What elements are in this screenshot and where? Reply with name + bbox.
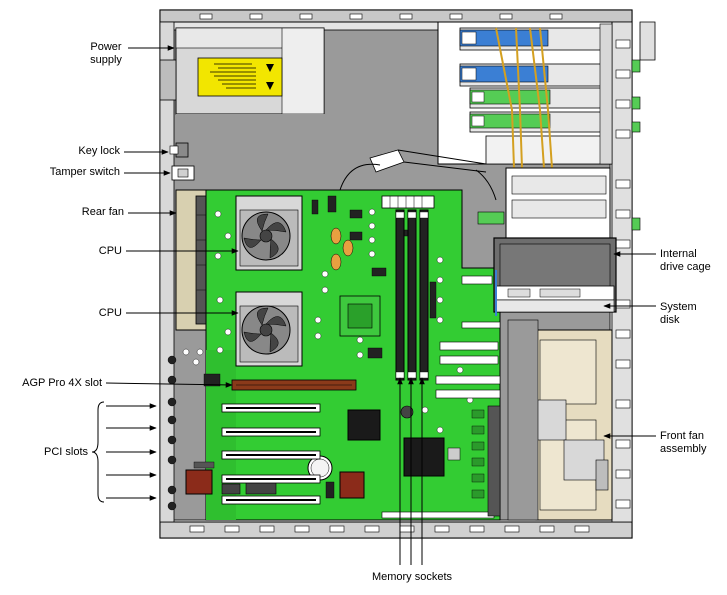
agp-slot (231, 379, 357, 391)
label-pci-slots: PCI slots (43, 446, 88, 458)
label-cpu-bottom: CPU (98, 307, 122, 319)
front-fan-assembly (507, 319, 613, 521)
drive-bays (437, 21, 613, 169)
board-components (167, 195, 501, 519)
cable-rail (339, 149, 497, 201)
cpu-bottom (235, 291, 303, 367)
cpu-top (235, 195, 303, 271)
label-agp-slot: AGP Pro 4X slot (22, 377, 102, 389)
warning-label (197, 57, 283, 97)
label-rear-fan: Rear fan (81, 206, 124, 218)
key-lock (169, 142, 189, 158)
power-supply (159, 27, 325, 115)
system-disk (495, 270, 615, 316)
label-key-lock: Key lock (78, 145, 120, 157)
label-tamper-switch: Tamper switch (49, 166, 120, 178)
label-internal-drive-cage: Internal drive cage (660, 248, 711, 273)
label-memory-sockets: Memory sockets (371, 571, 453, 583)
memory-sockets (395, 209, 429, 381)
leader-lines (91, 45, 656, 565)
label-cpu-top: CPU (98, 245, 122, 257)
label-system-disk: System disk (660, 301, 697, 326)
label-front-fan-assembly: Front fan assembly (660, 430, 707, 455)
label-power-supply: Power supply (90, 41, 122, 66)
tamper-switch (171, 165, 195, 181)
